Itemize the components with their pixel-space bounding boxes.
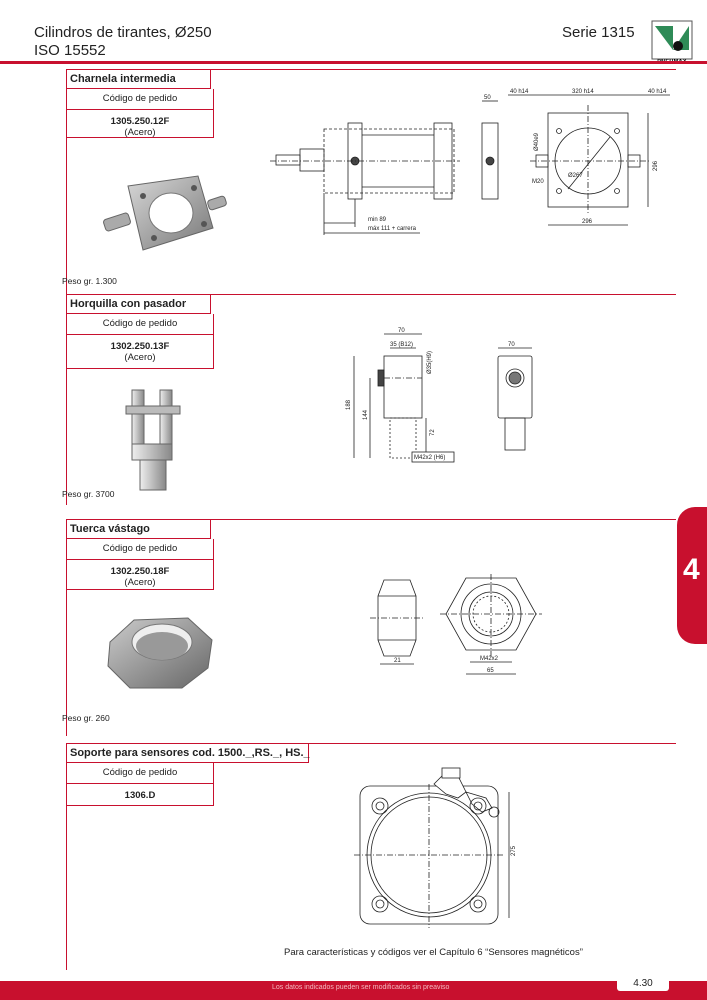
dim-70-b: 70 [508,342,515,348]
weight-label: Peso gr. 260 [62,713,110,723]
chapter-tab: 4 [677,507,707,644]
title-line-2: ISO 15552 [34,42,106,59]
dim-65: 65 [487,668,494,674]
footer-bar [0,981,707,1000]
order-code: 1302.250.18F [110,566,170,577]
dim-40e9: Ø40e9 [534,132,540,151]
header-divider [0,61,707,64]
section-title: Horquilla con pasador [67,295,211,314]
page-number: 4.30 [617,977,669,991]
dim-275: 275 [511,845,517,856]
dim-40h14-left: 40 h14 [510,89,529,95]
dim-m42: M42x2 [480,656,499,662]
dim-188: 188 [346,399,352,410]
order-code: 1305.250.12F [110,116,170,127]
dim-35-b12: 35 (B12) [390,342,413,348]
section-horquilla: Horquilla con pasador Código de pedido 1… [66,294,676,505]
section-title: Tuerca vástago [67,520,211,539]
order-label: Código de pedido [67,763,213,784]
dim-296-v: 296 [653,160,659,171]
dim-70-a: 70 [398,328,405,334]
order-label: Código de pedido [67,539,213,560]
dim-50: 50 [484,95,491,101]
clevis-photo [125,389,181,491]
pneumax-logo-icon [651,20,693,60]
order-code-box: Código de pedido 1306.D [67,763,214,806]
dim-40h14-right: 40 h14 [648,89,667,95]
section-charnela: Charnela intermedia Código de pedido 130… [66,69,676,296]
order-code: 1302.250.13F [110,341,170,352]
sensor-note: Para características y códigos ver el Ca… [284,947,583,958]
weight-label: Peso gr. 1.300 [62,276,117,286]
clevis-drawing: 70 35 (B12) Ø35(H9) 188 144 72 M42x2 (H6… [346,328,533,463]
dim-267: Ø267 [568,173,583,179]
order-code-box: Código de pedido 1305.250.12F (Acero) [67,89,214,138]
order-code-box: Código de pedido 1302.250.13F (Acero) [67,314,214,369]
section-tuerca: Tuerca vástago Código de pedido 1302.250… [66,519,676,736]
material-label: (Acero) [124,352,156,363]
order-label: Código de pedido [67,314,213,335]
footer-disclaimer: Los datos indicados pueden ser modificad… [272,984,450,991]
order-code: 1306.D [124,790,156,801]
dim-144: 144 [363,409,369,420]
rod-nut-photo [107,617,213,689]
dim-max111: máx 111 + carrera [368,226,417,232]
section-title: Charnela intermedia [67,70,211,89]
weight-label: Peso gr. 3700 [62,489,115,499]
section-soporte: Soporte para sensores cod. 1500._,RS._, … [66,743,676,970]
material-label: (Acero) [124,127,156,138]
title-line-1: Cilindros de tirantes, Ø250 [34,24,212,41]
serie-label: Serie 1315 [562,24,635,41]
dim-320h14: 320 h14 [572,89,594,95]
dim-35-h9: Ø35(H9) [427,351,433,374]
sensor-bracket-drawing: 275 [354,767,517,928]
dim-72: 72 [430,429,436,436]
intermediate-trunnion-photo [103,175,227,251]
dim-296-h: 296 [582,219,593,225]
dim-m42-h6: M42x2 (H6) [414,455,445,461]
rod-nut-drawing: 21 M42x2 65 [370,574,542,675]
material-label: (Acero) [124,577,156,588]
trunnion-drawing: min 89 máx 111 + carrera 50 40 h14 320 h… [270,89,670,235]
order-code-box: Código de pedido 1302.250.18F (Acero) [67,539,214,590]
order-label: Código de pedido [67,89,213,110]
page-title: Cilindros de tirantes, Ø250 ISO 15552 [34,24,212,60]
dim-21: 21 [394,658,401,664]
dim-m20: M20 [532,179,544,185]
section-title: Soporte para sensores cod. 1500._,RS._, … [67,744,310,763]
dim-min89: min 89 [368,217,387,223]
chapter-number: 4 [683,553,700,586]
